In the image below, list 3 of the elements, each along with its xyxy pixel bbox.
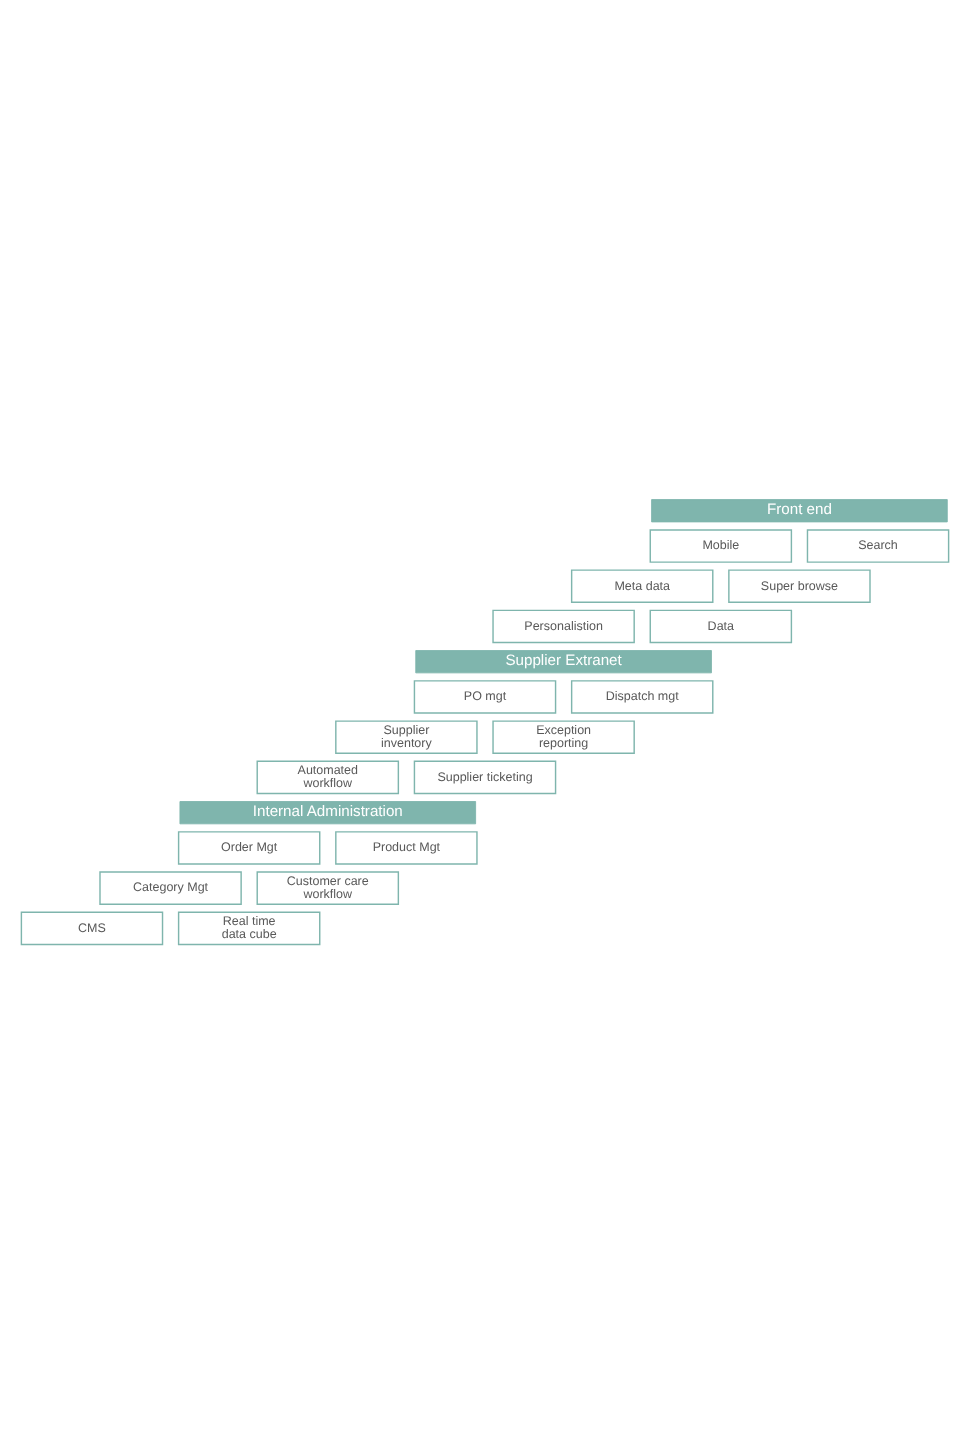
node-box: Supplier Extranet xyxy=(415,649,712,673)
node-box: Internal Administration xyxy=(179,800,477,824)
node-box: Front end xyxy=(651,498,948,522)
